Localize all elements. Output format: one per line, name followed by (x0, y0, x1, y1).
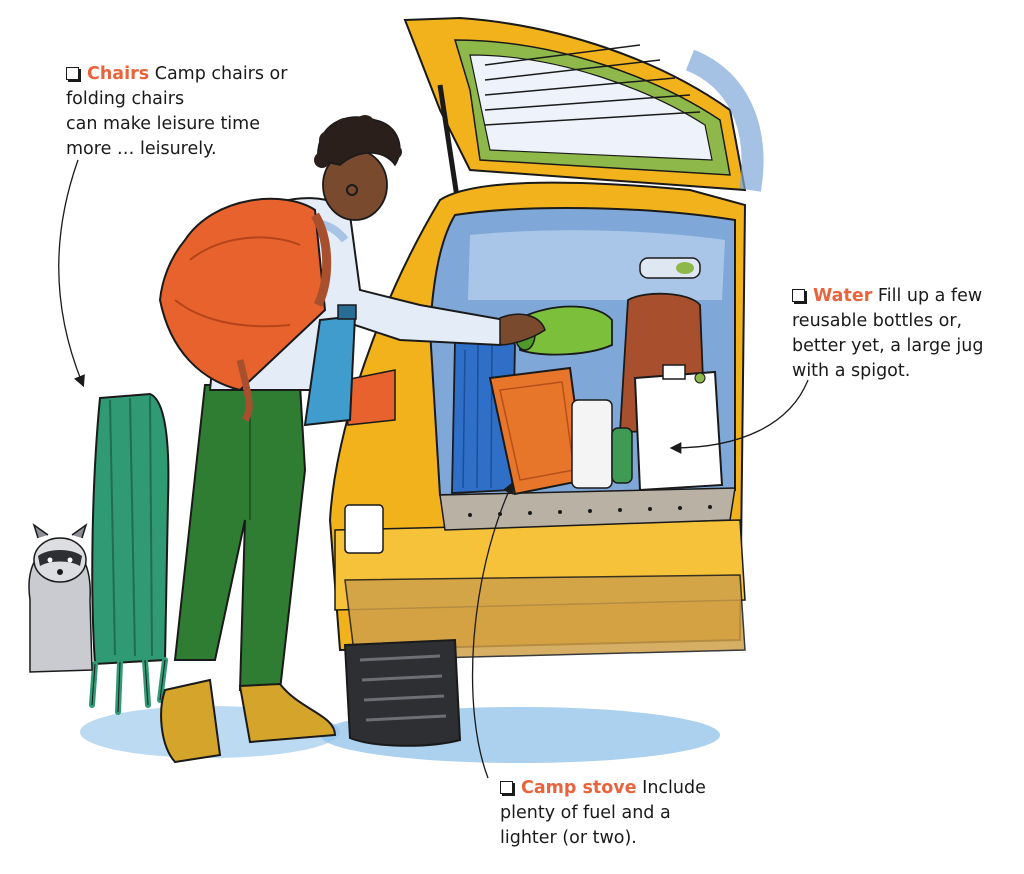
callout-chairs-label: Chairs (87, 64, 150, 84)
callout-water: Water Fill up a few reusable bottles or,… (792, 284, 984, 384)
leader-stove (471, 481, 514, 779)
checkbox-icon (500, 781, 513, 794)
callout-chairs-line: folding chairs (66, 89, 185, 109)
callout-chairs-line: can make leisure time (66, 114, 260, 134)
callout-water-line: better yet, a large jug (792, 336, 984, 356)
checkbox-icon (792, 289, 805, 302)
callout-water-label: Water (813, 286, 873, 306)
person-with-backpack (158, 115, 546, 764)
raccoon (28, 523, 93, 673)
callout-stove: Camp stove Include plenty of fuel and a … (500, 776, 706, 851)
callout-stove-label: Camp stove (521, 778, 637, 798)
leader-lines (58, 159, 809, 779)
checkbox-icon (66, 67, 79, 80)
callout-chairs-first-line: Chairs Camp chairs or (66, 62, 287, 87)
callout-stove-line: lighter (or two). (500, 828, 637, 848)
leader-chairs (58, 159, 85, 388)
callout-water-first-line: Water Fill up a few (792, 284, 984, 309)
callout-stove-line: plenty of fuel and a (500, 803, 671, 823)
callout-stove-first-line: Camp stove Include (500, 776, 706, 801)
callout-chairs: Chairs Camp chairs or folding chairs can… (66, 62, 287, 162)
callout-chairs-line: more … leisurely. (66, 139, 217, 159)
callout-stove-text: Include (636, 778, 706, 798)
leader-water (669, 379, 809, 454)
callout-water-line: with a spigot. (792, 361, 911, 381)
callout-water-line: reusable bottles or, (792, 311, 963, 331)
callout-chairs-text: Camp chairs or (149, 64, 288, 84)
callout-water-text: Fill up a few (872, 286, 983, 306)
folding-camp-chair (89, 392, 170, 715)
